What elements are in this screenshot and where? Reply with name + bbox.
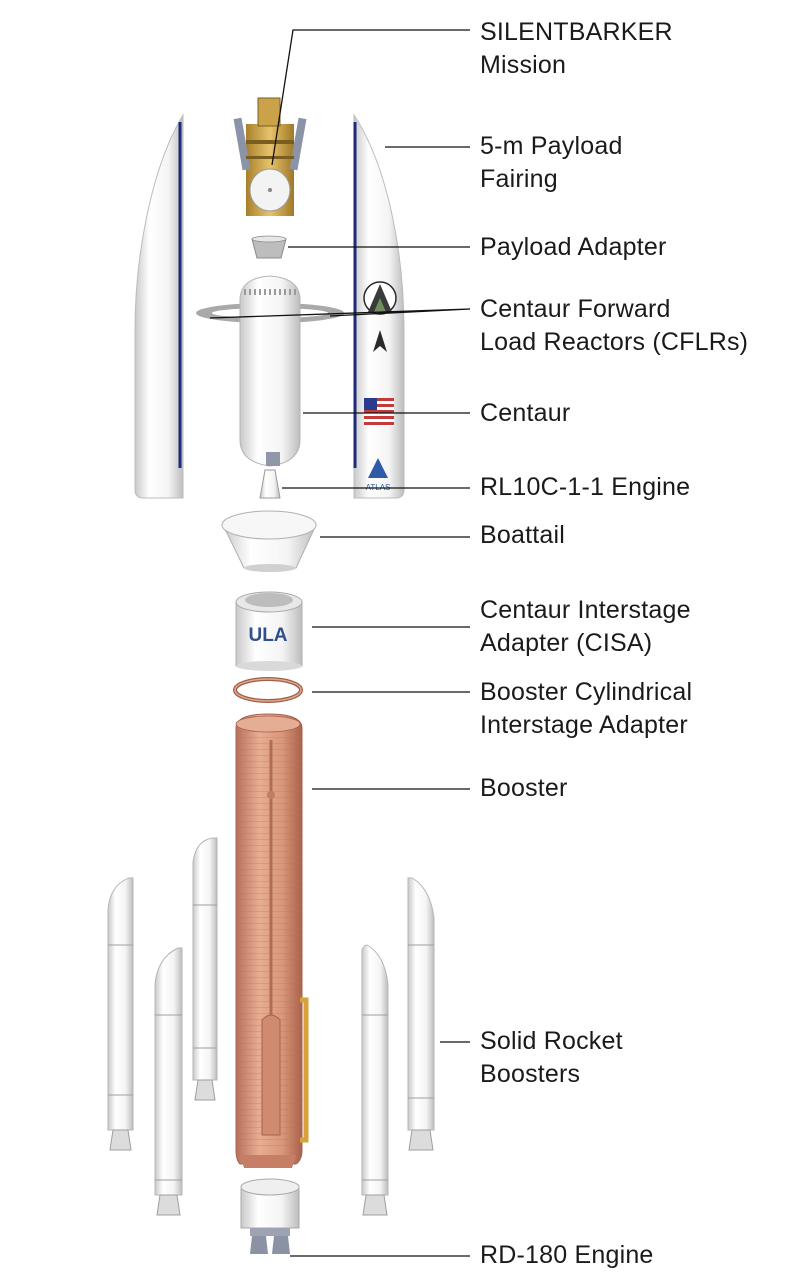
rl10-engine	[259, 469, 281, 499]
label-booster: Booster	[480, 774, 568, 802]
solid-rocket-booster	[154, 947, 183, 1216]
leader-lines	[209, 29, 471, 1257]
label-rd180-engine: RD-180 Engine	[480, 1241, 654, 1269]
label-rl10-engine: RL10C-1-1 Engine	[480, 473, 691, 501]
solid-rocket-booster	[407, 877, 435, 1151]
payload-fairing-left	[134, 113, 184, 499]
solid-rocket-booster	[361, 944, 389, 1216]
label-centaur: Centaur	[480, 399, 571, 427]
ula-logo: ULA	[248, 625, 287, 646]
centaur-upper-stage	[196, 275, 344, 467]
solid-rocket-booster	[107, 877, 134, 1151]
us-flag-decal	[364, 398, 394, 426]
silentbarker-payload	[233, 97, 307, 216]
leader-mission	[271, 29, 470, 166]
solid-rocket-booster	[192, 837, 218, 1101]
mission-patch-decal	[363, 281, 397, 315]
booster-cylindrical-interstage-adapter	[233, 677, 303, 703]
space-force-delta-decal	[373, 330, 387, 352]
leader-cflr	[209, 308, 471, 319]
label-payload-adapter: Payload Adapter	[480, 233, 667, 261]
boattail	[221, 510, 317, 572]
rd180-engine	[240, 1178, 300, 1254]
atlas-booster	[235, 713, 309, 1168]
label-boattail: Boattail	[480, 521, 565, 549]
payload-fairing-right: ATLAS	[353, 113, 405, 499]
centaur-interstage-adapter: ULA	[235, 591, 303, 671]
